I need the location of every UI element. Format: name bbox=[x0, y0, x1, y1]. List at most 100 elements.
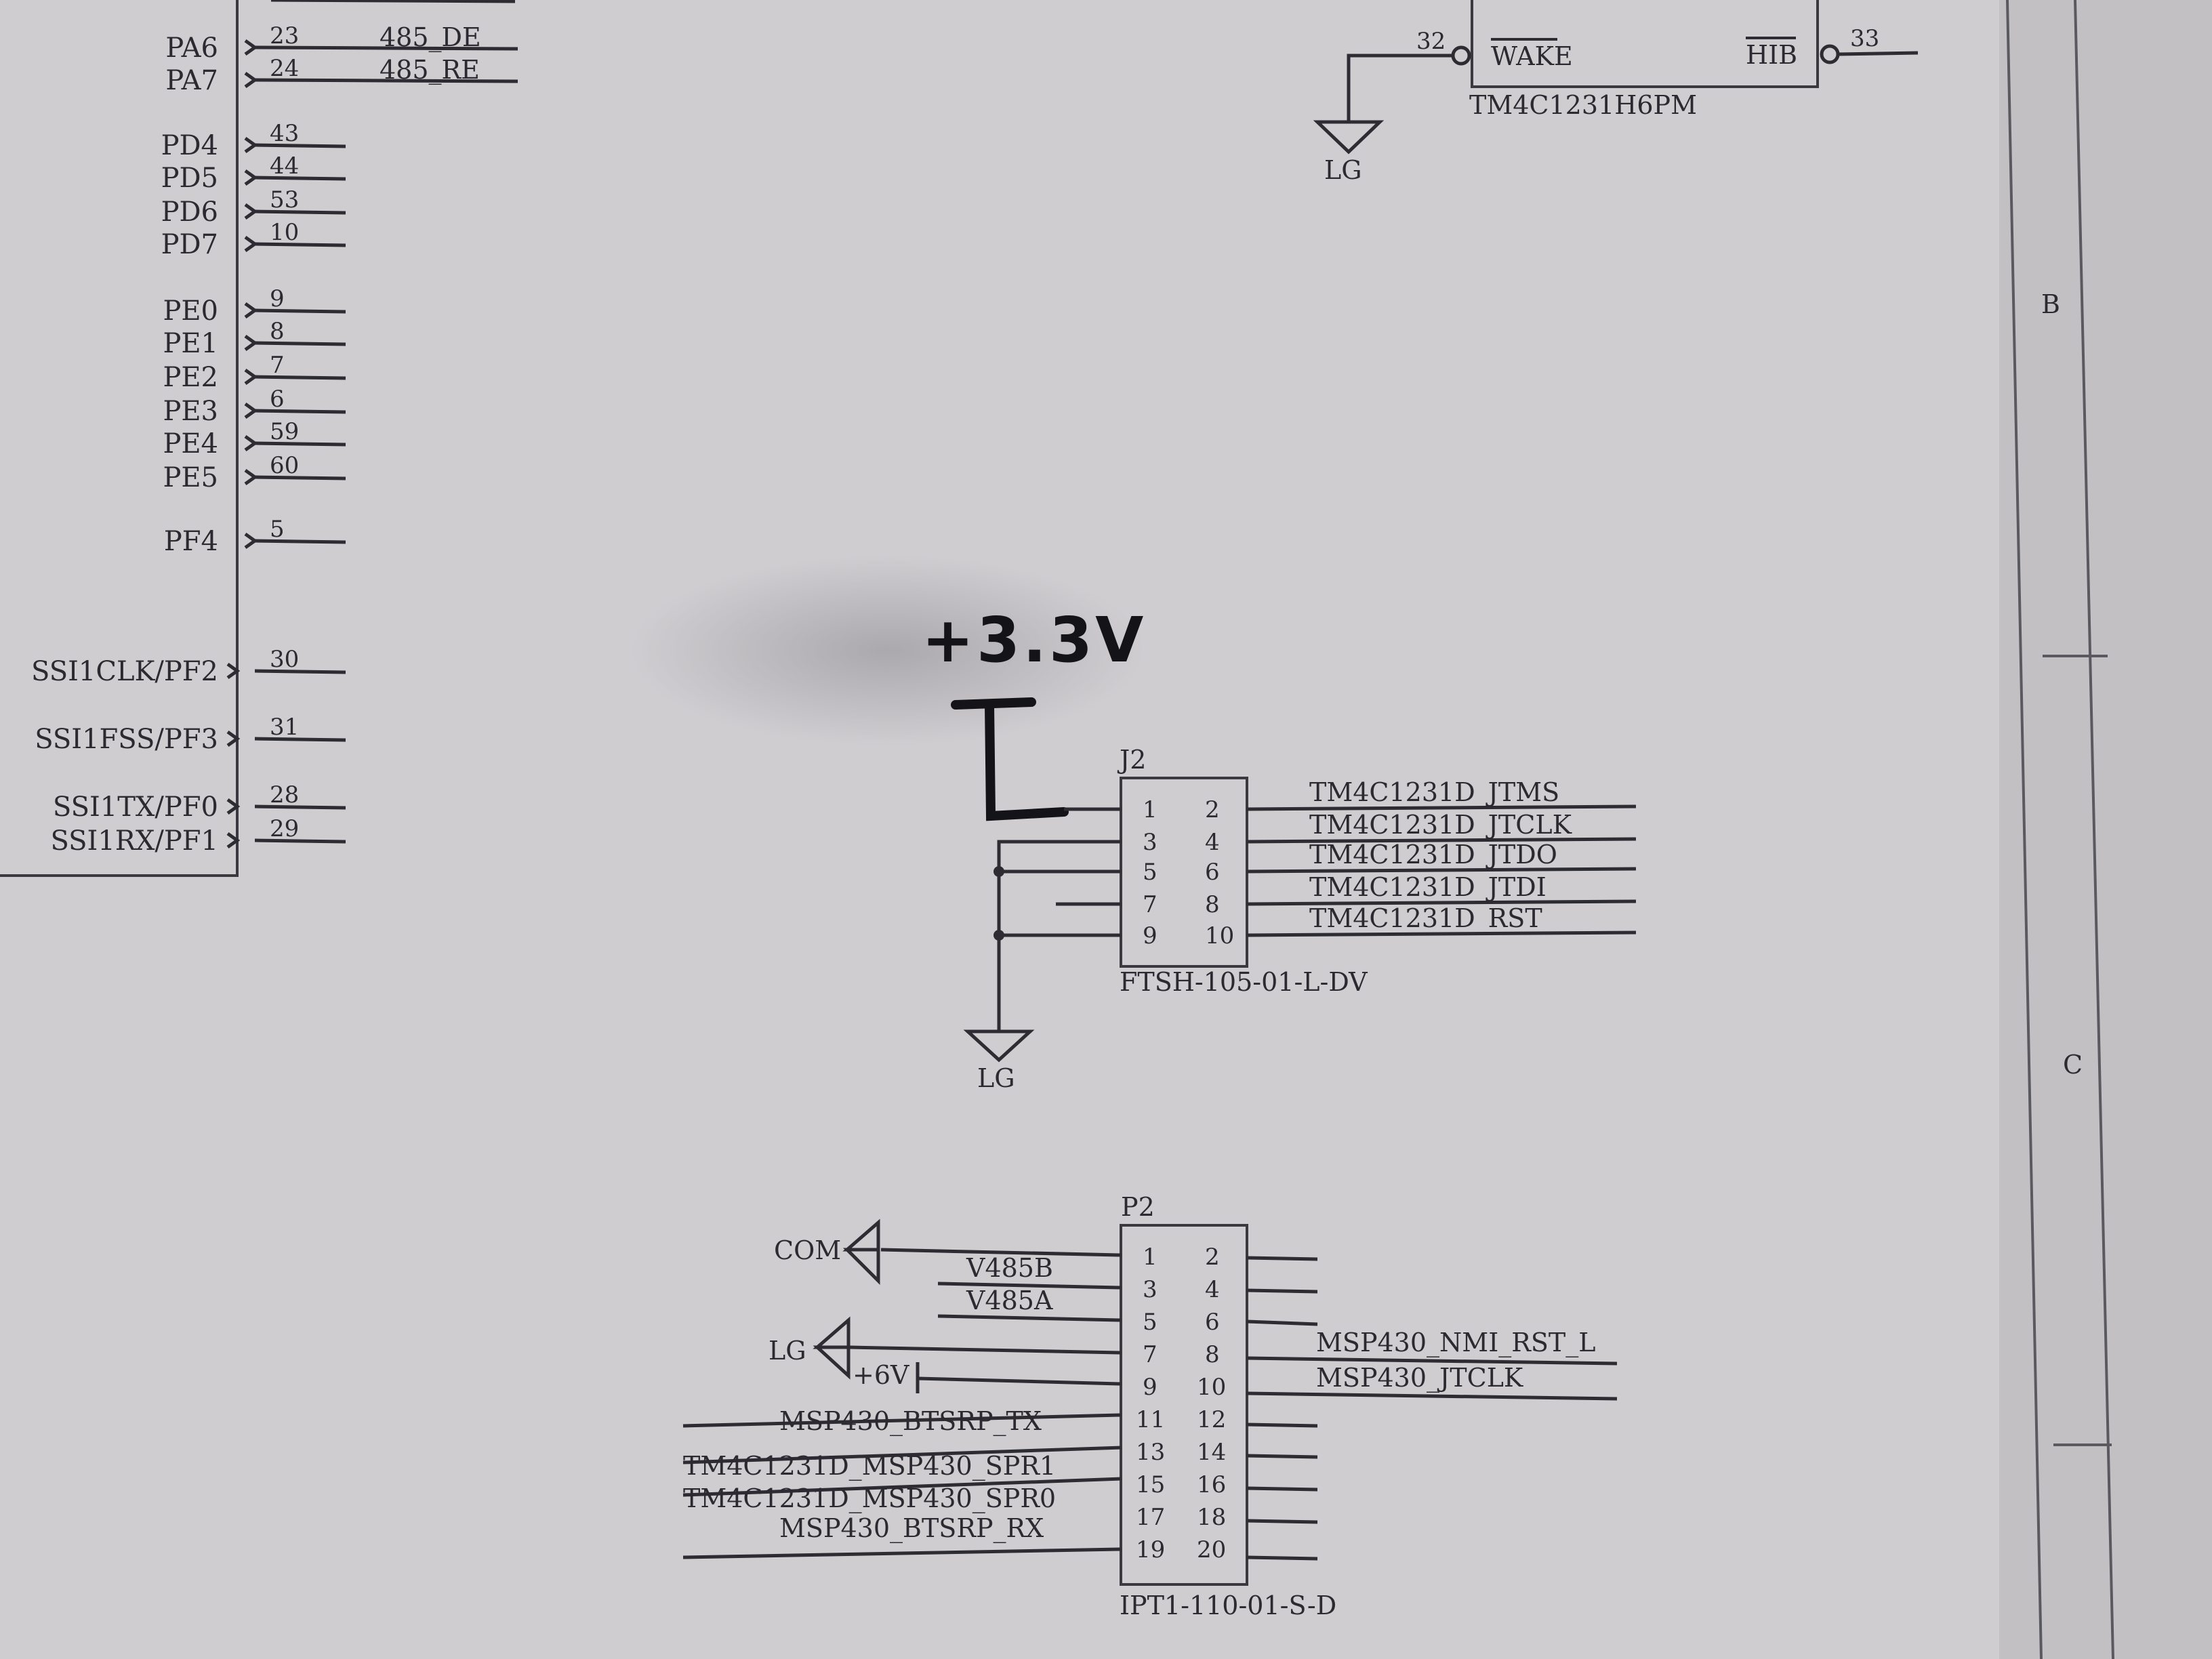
hibernate-chip: TM4C1231H6PM WAKE HIB 32 LG 33 bbox=[1313, 0, 1919, 185]
j2-junction-1 bbox=[994, 866, 1004, 877]
pin-wire bbox=[254, 539, 346, 544]
j2-net-label: TM4C1231D_JTDO bbox=[1309, 840, 1557, 870]
pin-arrow-icon bbox=[226, 798, 241, 815]
hib-pin-number: 33 bbox=[1850, 25, 1879, 52]
pin-wire bbox=[254, 475, 346, 480]
v485a-label: V485A bbox=[966, 1286, 1053, 1315]
pin-number: 31 bbox=[270, 714, 299, 741]
p2-pin-odd: 9 bbox=[1143, 1374, 1158, 1401]
p2-pin-even: 6 bbox=[1205, 1309, 1220, 1336]
com-label: COM bbox=[774, 1235, 841, 1265]
pin-number: 24 bbox=[270, 55, 299, 82]
pin-wire bbox=[254, 78, 518, 83]
pin-wire bbox=[254, 409, 346, 414]
pin-number: 53 bbox=[270, 186, 299, 213]
pin-wire bbox=[254, 441, 346, 447]
j2-pin-even: 4 bbox=[1205, 829, 1220, 856]
pin-wire bbox=[254, 838, 346, 844]
p2-pin-even: 10 bbox=[1197, 1374, 1226, 1401]
p2-part: IPT1-110-01-S-D bbox=[1120, 1591, 1336, 1620]
p2-ref: P2 bbox=[1121, 1192, 1155, 1222]
j2-pin-odd: 1 bbox=[1143, 796, 1158, 823]
pin-wire bbox=[254, 341, 346, 346]
p2-pin-even: 20 bbox=[1197, 1536, 1226, 1563]
pin-wire bbox=[254, 45, 518, 51]
p2-pin-odd: 1 bbox=[1143, 1244, 1158, 1271]
pin-number: 28 bbox=[270, 781, 299, 808]
pin-name: SSI1CLK/PF2 bbox=[31, 656, 218, 687]
msp430-btsrp-tx-label: MSP430_BTSRP_TX bbox=[779, 1406, 1042, 1437]
pin-name: PA6 bbox=[165, 33, 218, 64]
pin-net-label: 485_DE bbox=[380, 22, 481, 53]
j2-pin-odd: 9 bbox=[1143, 922, 1158, 949]
pin-number: 60 bbox=[270, 452, 299, 479]
pin-number: 9 bbox=[270, 285, 285, 312]
p2-pin-odd: 7 bbox=[1143, 1341, 1158, 1368]
pin-number: 5 bbox=[270, 516, 285, 543]
pin-name: PD6 bbox=[161, 197, 218, 228]
pin-number: 44 bbox=[270, 152, 299, 180]
j2-pin-odd: 5 bbox=[1143, 859, 1158, 886]
pin-number: 8 bbox=[270, 318, 285, 345]
pin-name: PA7 bbox=[165, 65, 218, 96]
p2-pin-even: 8 bbox=[1205, 1341, 1220, 1368]
j2-pin-odd: 7 bbox=[1143, 891, 1158, 918]
pin-name: PE4 bbox=[163, 428, 218, 459]
pin-number: 30 bbox=[270, 646, 299, 673]
zone-c-label: C bbox=[2063, 1050, 2083, 1080]
pin-number: 7 bbox=[270, 352, 285, 379]
v485b-label: V485B bbox=[966, 1253, 1053, 1283]
zone-b-label: B bbox=[2041, 289, 2060, 319]
pin-wire bbox=[254, 242, 346, 247]
p2-pin-even: 4 bbox=[1205, 1276, 1220, 1303]
p2-pin-odd: 3 bbox=[1143, 1276, 1158, 1303]
j2-pin-even: 10 bbox=[1205, 922, 1234, 949]
msp430-nmi-rst-label: MSP430_NMI_RST_L bbox=[1316, 1328, 1595, 1358]
p2-pin-odd: 5 bbox=[1143, 1309, 1158, 1336]
j2-net-wire bbox=[1246, 867, 1637, 874]
pin-wire bbox=[254, 669, 346, 674]
p2-pin-even: 16 bbox=[1197, 1471, 1226, 1498]
pin-arrow-icon bbox=[226, 832, 241, 849]
j2-net-wire bbox=[1246, 930, 1637, 937]
spr0-label: TM4C1231D_MSP430_SPR0 bbox=[683, 1483, 1056, 1514]
p2-pin-odd: 17 bbox=[1136, 1504, 1165, 1531]
wake-pin-number: 32 bbox=[1416, 28, 1446, 55]
handwritten-supply: +3.3V bbox=[922, 604, 1143, 821]
j2-net-label: TM4C1231D_JTMS bbox=[1309, 777, 1559, 808]
pin-name: SSI1TX/PF0 bbox=[53, 792, 218, 823]
pin-number: 6 bbox=[270, 386, 285, 413]
paper-shadow-right bbox=[1999, 0, 2212, 1659]
pin-wire bbox=[254, 209, 346, 215]
j2-net-label: TM4C1231D_JTCLK bbox=[1309, 810, 1572, 840]
pin-number: 59 bbox=[270, 418, 299, 445]
plus6v-label: +6V bbox=[853, 1360, 909, 1390]
j2-ref: J2 bbox=[1117, 745, 1146, 775]
lg-label-top: LG bbox=[1324, 155, 1362, 185]
lg-ground-symbol-j2 bbox=[963, 1029, 1035, 1063]
pin-arrow-icon bbox=[226, 730, 241, 747]
spr1-label: TM4C1231D_MSP430_SPR1 bbox=[683, 1451, 1056, 1481]
pin-name: PE3 bbox=[163, 396, 218, 427]
j2-pin-even: 6 bbox=[1205, 859, 1220, 886]
pin-wire bbox=[254, 143, 346, 148]
com-port-symbol bbox=[842, 1218, 880, 1286]
j2-net-label: TM4C1231D_RST bbox=[1309, 903, 1542, 934]
pin-number: 43 bbox=[270, 120, 299, 147]
pin-name: PE2 bbox=[163, 362, 218, 393]
pin-name: PD7 bbox=[161, 229, 218, 260]
pin-wire bbox=[254, 375, 346, 380]
pin-name: PE0 bbox=[163, 295, 218, 327]
j2-pin-even: 2 bbox=[1205, 796, 1220, 823]
pin-arrow-icon bbox=[226, 662, 241, 680]
j2-net-wire bbox=[1246, 899, 1637, 906]
pin-name: SSI1RX/PF1 bbox=[50, 825, 218, 857]
sheet-frame: B C bbox=[2006, 0, 2114, 1659]
pin-name: PF4 bbox=[164, 526, 218, 557]
p2-pin-even: 2 bbox=[1205, 1244, 1220, 1271]
